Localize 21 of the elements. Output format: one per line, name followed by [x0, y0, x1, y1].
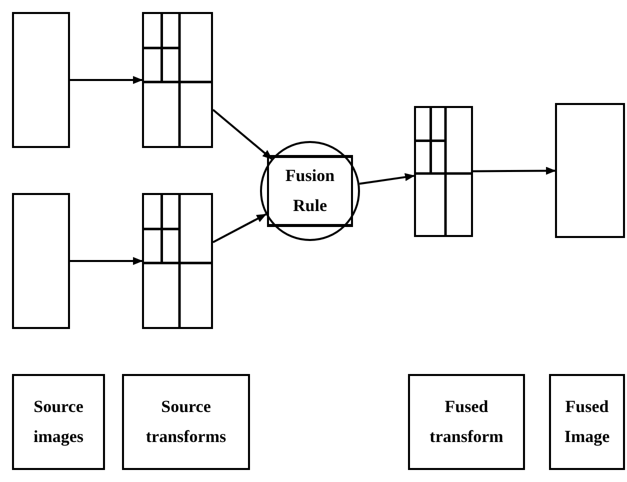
node-label: Fused transform — [428, 396, 504, 448]
node-label: Source transforms — [144, 396, 228, 448]
arrow — [212, 213, 267, 244]
transform-grid — [142, 193, 213, 329]
image-frame — [12, 193, 70, 329]
arrow — [70, 257, 143, 265]
node-label: Fusion Rule — [284, 165, 336, 217]
caption-box — [12, 374, 105, 470]
image-frame — [12, 12, 70, 148]
arrow — [212, 108, 272, 160]
arrow — [359, 173, 415, 185]
node-label: Fused Image — [563, 396, 611, 448]
image-frame — [555, 103, 625, 238]
arrow — [473, 166, 556, 175]
caption-box — [549, 374, 625, 470]
transform-grid — [142, 12, 213, 148]
caption-box — [122, 374, 250, 470]
caption-box — [408, 374, 525, 470]
node-label: Source images — [32, 396, 85, 448]
transform-grid — [414, 106, 473, 237]
arrow — [70, 76, 143, 84]
